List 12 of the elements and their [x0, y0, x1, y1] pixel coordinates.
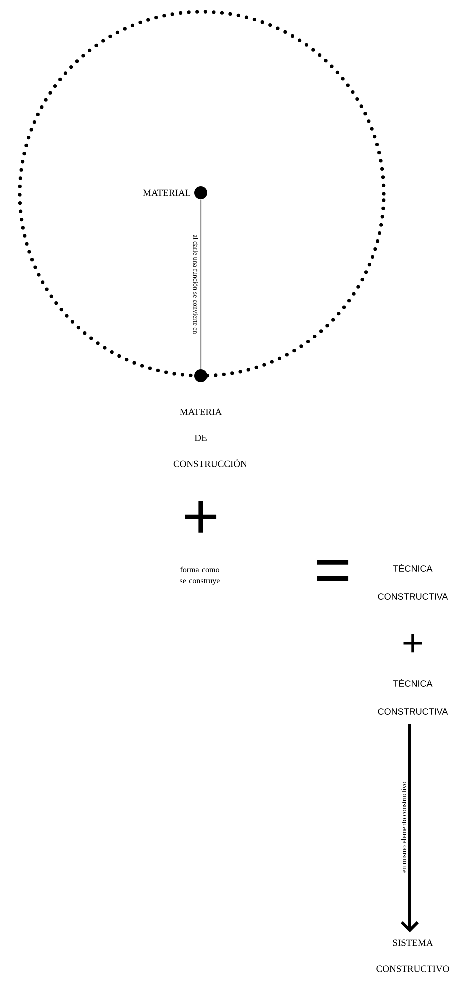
- plus-sign: +: [185, 502, 217, 533]
- dotted-circle: [18, 10, 386, 378]
- node-text: TÉCNICA CONSTRUCTIVA: [378, 564, 448, 600]
- plus-sign: +: [404, 634, 422, 653]
- arrow: [400, 724, 420, 933]
- point-with-label: MATERIAL: [143, 186, 208, 200]
- point-with-label: MATERIA DE CONSTRUCCIÓN: [174, 370, 248, 468]
- equals-sign: =: [317, 560, 349, 581]
- connector-line: [200, 200, 202, 370]
- node-text: TÉCNICA CONSTRUCTIVA: [378, 679, 448, 715]
- node-text: SISTEMA CONSTRUCTIVO: [376, 940, 450, 972]
- node-text: forma como se construye: [180, 566, 220, 586]
